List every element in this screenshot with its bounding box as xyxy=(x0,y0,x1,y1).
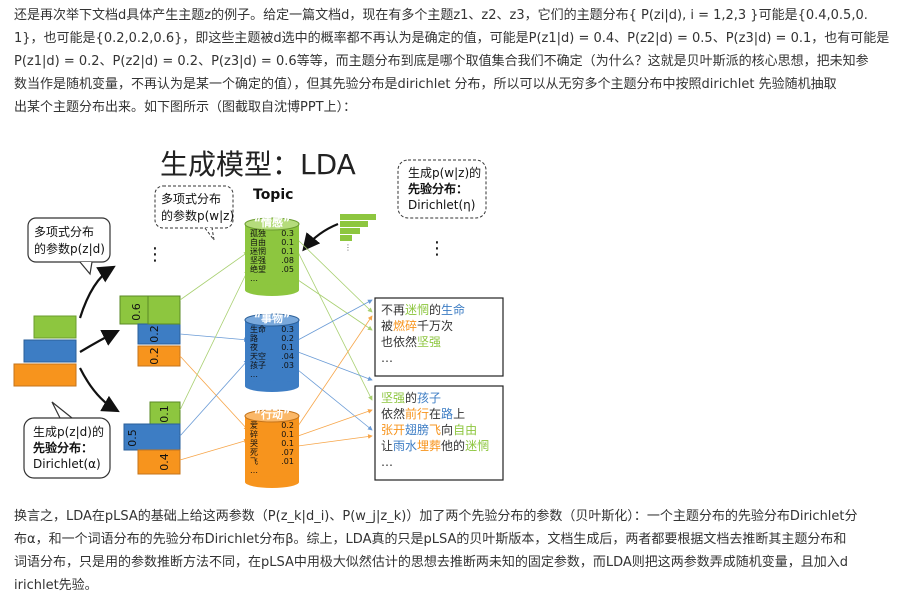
topic-word: … xyxy=(250,370,258,379)
topic-cylinder-action: “行动” xyxy=(244,407,300,488)
document-line: … xyxy=(381,351,393,365)
document-line: 坚强的孩子 xyxy=(381,390,441,405)
topic-cylinder-emotion: “情感” xyxy=(244,215,300,296)
doc-topic-dist-1: 0.6 0.2 0.2 xyxy=(119,295,181,367)
paragraph-conclusion: 换言之，LDA在pLSA的基础上给这两参数（P(z_k|d_i)、P(w_j|z… xyxy=(14,509,858,593)
document-line: 依然前行在路上 xyxy=(381,406,465,421)
topic-word-prob: 0.3 xyxy=(281,229,294,238)
prior-pwz-line1: 生成p(w|z)的 xyxy=(408,165,481,180)
topic-word-prob: 0.1 xyxy=(281,439,294,448)
callout-multinomial-pzd: 多项式分布 的参数p(z|d) xyxy=(27,217,111,276)
doc1-bar-label-1: 0.6 xyxy=(130,303,143,321)
topic-label: Topic xyxy=(253,187,293,203)
prior-pwz-line2: 先验分布： xyxy=(408,181,468,196)
dirichlet-word-prior-bars: ⋮ xyxy=(340,214,376,252)
topic-cylinder-thing: “事物” xyxy=(244,311,300,392)
callout-pwz-line1: 多项式分布 xyxy=(161,192,221,206)
callout-multinomial-pwz: 多项式分布 的参数p(w|z) xyxy=(154,185,234,241)
dirichlet-prior-stack xyxy=(13,315,77,387)
dots-right: ⋮ xyxy=(428,238,446,259)
callout-pzd-line2: 的参数p(z|d) xyxy=(34,241,105,256)
topic-word: 碎 xyxy=(250,429,258,439)
topic-word: 自由 xyxy=(250,237,266,247)
doc2-bar-label-1: 0.1 xyxy=(158,405,171,423)
doc1-bar-label-2: 0.2 xyxy=(148,325,161,343)
topic-word-prob: .08 xyxy=(281,256,294,265)
dots-left: ⋮ xyxy=(146,244,164,265)
topic-word: 孤独 xyxy=(250,228,266,238)
paragraph-intro: 还是再次举下文档d具体产生主题z的例子。给定一篇文档d，现在有多个主题z1、z2… xyxy=(14,8,890,115)
document-box-1 xyxy=(374,297,504,377)
lda-figure: 生成模型：LDA Topic 多项式分布 的参数p(w|z) 多项式分布 的参数… xyxy=(0,140,923,500)
topic-word: 死 xyxy=(250,448,258,457)
document-box-2 xyxy=(374,385,504,481)
topic-word: 生命 xyxy=(250,324,266,334)
topic-word: 路 xyxy=(250,333,258,343)
lda-diagram: 生成模型：LDA Topic 多项式分布 的参数p(w|z) 多项式分布 的参数… xyxy=(13,148,504,488)
callout-pwz-line2: 的参数p(w|z) xyxy=(161,208,234,223)
topic-word: 爱 xyxy=(250,421,258,430)
topic-word-prob: 0.1 xyxy=(281,247,294,256)
prior-pwz-line3: Dirichlet(η) xyxy=(408,198,475,212)
topic-word: 天空 xyxy=(250,351,266,361)
topic-word-prob: .05 xyxy=(281,265,294,274)
prior-pzd-line3: Dirichlet(α) xyxy=(33,457,101,471)
topic-word-lists: 孤独 0.3 自由 0.1 迷惘 0.1 坚强 .08 绝望 .05 … 生命 0.3 路 0.2 夜 0.1 天… xyxy=(250,228,294,475)
topic-word-prob: .04 xyxy=(281,352,294,361)
doc2-bar-label-2: 0.5 xyxy=(126,429,139,447)
document-line: 不再迷惘的生命 xyxy=(381,302,465,317)
svg-text:⋮: ⋮ xyxy=(344,243,352,252)
topic-word: 哭 xyxy=(250,439,258,448)
topic-name-thing: “事物” xyxy=(254,311,290,325)
document-line: 被燃碎千万次 xyxy=(381,318,453,333)
topic-word: 迷惘 xyxy=(250,246,266,256)
topic-word-prob: 0.3 xyxy=(281,325,294,334)
doc2-bar-label-3: 0.4 xyxy=(158,453,171,471)
document-2-text: 坚强的孩子依然前行在路上张开翅膀飞向自由让雨水埋葬他的迷惘 … xyxy=(381,390,489,469)
callout-pzd-line1: 多项式分布 xyxy=(34,225,94,239)
topic-word-prob: 0.1 xyxy=(281,430,294,439)
topic-word: 绝望 xyxy=(250,264,266,274)
prior-pzd-line2: 先验分布： xyxy=(33,440,93,455)
topic-word: … xyxy=(250,274,258,283)
topic-word: 坚强 xyxy=(250,256,266,265)
topic-name-action: “行动” xyxy=(254,407,290,421)
document-line: … xyxy=(381,455,393,469)
topic-word: … xyxy=(250,466,258,475)
prior-pzd-line1: 生成p(z|d)的 xyxy=(33,424,104,439)
topic-word-prob: .03 xyxy=(281,361,294,370)
figure-title: 生成模型：LDA xyxy=(160,148,356,181)
document-1-text: 不再迷惘的生命被燃碎千万次也依然坚强 … xyxy=(381,302,465,365)
document-line: 让雨水埋葬他的迷惘 xyxy=(381,438,489,453)
topic-word-prob: 0.2 xyxy=(281,421,294,430)
doc1-bar-label-3: 0.2 xyxy=(148,347,161,365)
document-line: 张开翅膀飞向自由 xyxy=(381,422,477,437)
topic-word: 飞 xyxy=(250,457,258,466)
topic-word-prob: .01 xyxy=(281,457,294,466)
callout-prior-pwz: 生成p(w|z)的 先验分布： Dirichlet(η) xyxy=(397,159,487,219)
topic-word-prob: .07 xyxy=(281,448,294,457)
topic-name-emotion: “情感” xyxy=(254,215,290,229)
topic-word: 夜 xyxy=(250,342,258,352)
topic-word: 孩子 xyxy=(250,360,266,370)
topic-word-prob: 0.1 xyxy=(281,238,294,247)
document-line: 也依然坚强 xyxy=(381,334,441,349)
callout-prior-pzd: 生成p(z|d)的 先验分布： Dirichlet(α) xyxy=(23,401,111,479)
topic-word-prob: 0.1 xyxy=(281,343,294,352)
connection-lines xyxy=(179,239,373,461)
doc-topic-dist-2: 0.1 0.5 0.4 xyxy=(123,401,181,475)
topic-word-prob: 0.2 xyxy=(281,334,294,343)
